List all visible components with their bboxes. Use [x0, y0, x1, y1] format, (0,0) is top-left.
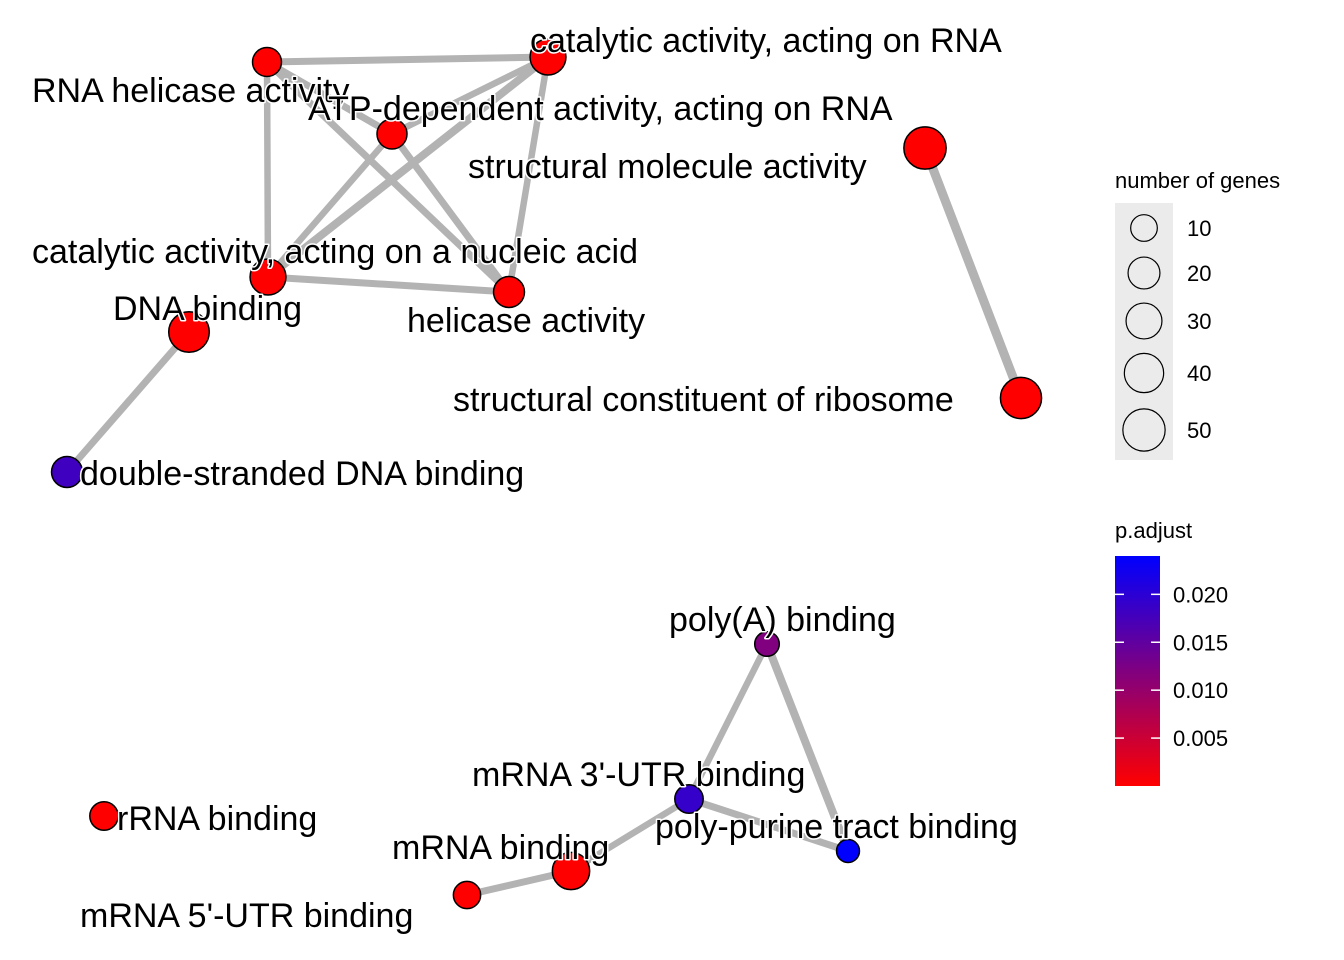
- size-legend-circle-10: [1130, 214, 1158, 242]
- edge-rna-helicase-activity--catalytic-activity-acting-on-rna: [263, 53, 552, 66]
- node-catalytic-activity-acting-on-rna: [529, 38, 567, 76]
- node-poly-a-binding: [753, 630, 781, 658]
- node-label-poly-a-binding: poly(A) binding: [669, 601, 896, 639]
- size-legend-label-20: 20: [1187, 261, 1211, 286]
- node-label-mrna-3-utr-binding: mRNA 3'-UTR binding: [472, 756, 805, 794]
- edge-rna-helicase-activity--catalytic-activity-acting-on-a-nucleic-acid: [263, 58, 272, 281]
- size-legend-label-30: 30: [1187, 309, 1211, 334]
- edge-catalytic-activity-acting-on-rna--catalytic-activity-acting-on-a-nucleic-acid: [264, 53, 552, 281]
- size-legend-circle-50: [1122, 408, 1166, 452]
- node-label-rrna-binding: rRNA binding: [117, 800, 317, 838]
- node-helicase-activity: [492, 275, 526, 309]
- size-legend-circle-30: [1125, 302, 1163, 340]
- node-mrna-binding: [551, 851, 591, 891]
- node-mrna-3-utr-binding: [674, 784, 704, 814]
- colorbar: [1115, 556, 1160, 786]
- edge-rna-helicase-activity--helicase-activity: [263, 58, 513, 296]
- node-catalytic-activity-acting-on-a-nucleic-acid: [249, 258, 287, 296]
- node-poly-purine-tract-binding: [835, 838, 861, 864]
- edge-catalytic-activity-acting-on-rna--helicase-activity: [505, 53, 552, 296]
- size-legend-label-10: 10: [1187, 216, 1211, 241]
- edge-catalytic-activity-acting-on-a-nucleic-acid--helicase-activity: [264, 273, 513, 296]
- size-legend-circle-40: [1123, 352, 1165, 394]
- node-structural-molecule-activity: [903, 126, 947, 170]
- nodes-layer: [50, 38, 1043, 910]
- edge-mrna-3-utr-binding--poly-purine-tract-binding: [685, 795, 852, 855]
- node-dna-binding: [167, 310, 211, 354]
- edge-poly-a-binding--poly-purine-tract-binding: [763, 640, 852, 855]
- edge-structural-molecule-activity--structural-constituent-of-ribosome: [920, 143, 1026, 403]
- size-legend: number of genes 10 20 30 40 50: [1115, 168, 1280, 460]
- colorbar-tick-label: 0.015: [1173, 630, 1228, 655]
- colorbar-tick-label: 0.020: [1173, 582, 1228, 607]
- node-label-dna-binding: DNA binding: [113, 290, 302, 328]
- node-label-catalytic-activity-acting-on-rna: catalytic activity, acting on RNA: [530, 22, 1002, 60]
- edge-catalytic-activity-acting-on-rna--atp-dependent-activity-acting-on-rna: [388, 53, 552, 138]
- size-legend-label-50: 50: [1187, 418, 1211, 443]
- edge-atp-dependent-activity-acting-on-rna--helicase-activity: [388, 130, 513, 296]
- node-double-stranded-dna-binding: [50, 455, 84, 489]
- edge-rna-helicase-activity--atp-dependent-activity-acting-on-rna: [263, 58, 396, 138]
- size-legend-title: number of genes: [1115, 168, 1280, 193]
- node-label-mrna-binding: mRNA binding: [392, 829, 609, 867]
- node-label-mrna-5-utr-binding: mRNA 5'-UTR binding: [80, 897, 413, 935]
- edge-atp-dependent-activity-acting-on-rna--catalytic-activity-acting-on-a-nucleic-acid: [264, 130, 396, 281]
- size-legend-circle-20: [1127, 256, 1161, 290]
- node-label-rna-helicase-activity: RNA helicase activity: [32, 72, 349, 110]
- node-label-catalytic-activity-acting-on-a-nucleic-acid: catalytic activity, acting on a nucleic …: [32, 233, 638, 271]
- node-structural-constituent-of-ribosome: [999, 376, 1043, 420]
- color-legend-title: p.adjust: [1115, 518, 1192, 543]
- node-label-helicase-activity: helicase activity: [407, 302, 645, 340]
- node-label-poly-purine-tract-binding: poly-purine tract binding: [655, 808, 1018, 846]
- color-legend: p.adjust 0.020 0.015 0.010 0.005: [1115, 518, 1228, 786]
- node-atp-dependent-activity-acting-on-rna: [376, 118, 408, 150]
- node-label-structural-constituent-of-ribosome: structural constituent of ribosome: [453, 381, 954, 419]
- node-label-structural-molecule-activity: structural molecule activity: [468, 148, 867, 186]
- labels-layer: catalytic activity, acting on RNA RNA hel…: [31, 21, 1020, 937]
- node-rrna-binding: [89, 801, 119, 831]
- colorbar-tick-label: 0.010: [1173, 678, 1228, 703]
- edge-mrna-3-utr-binding--mrna-binding: [567, 795, 693, 875]
- node-label-atp-dependent-activity-acting-on-rna: ATP-dependent activity, acting on RNA: [308, 90, 893, 128]
- node-label-double-stranded-dna-binding: double-stranded DNA binding: [80, 455, 524, 493]
- size-legend-label-40: 40: [1187, 361, 1211, 386]
- edge-dna-binding--double-stranded-dna-binding: [63, 328, 193, 476]
- node-mrna-5-utr-binding: [452, 880, 482, 910]
- edges-layer: [63, 53, 1026, 899]
- edge-poly-a-binding--mrna-3-utr-binding: [685, 640, 771, 803]
- colorbar-tick-label: 0.005: [1173, 726, 1228, 751]
- node-rna-helicase-activity: [251, 46, 283, 78]
